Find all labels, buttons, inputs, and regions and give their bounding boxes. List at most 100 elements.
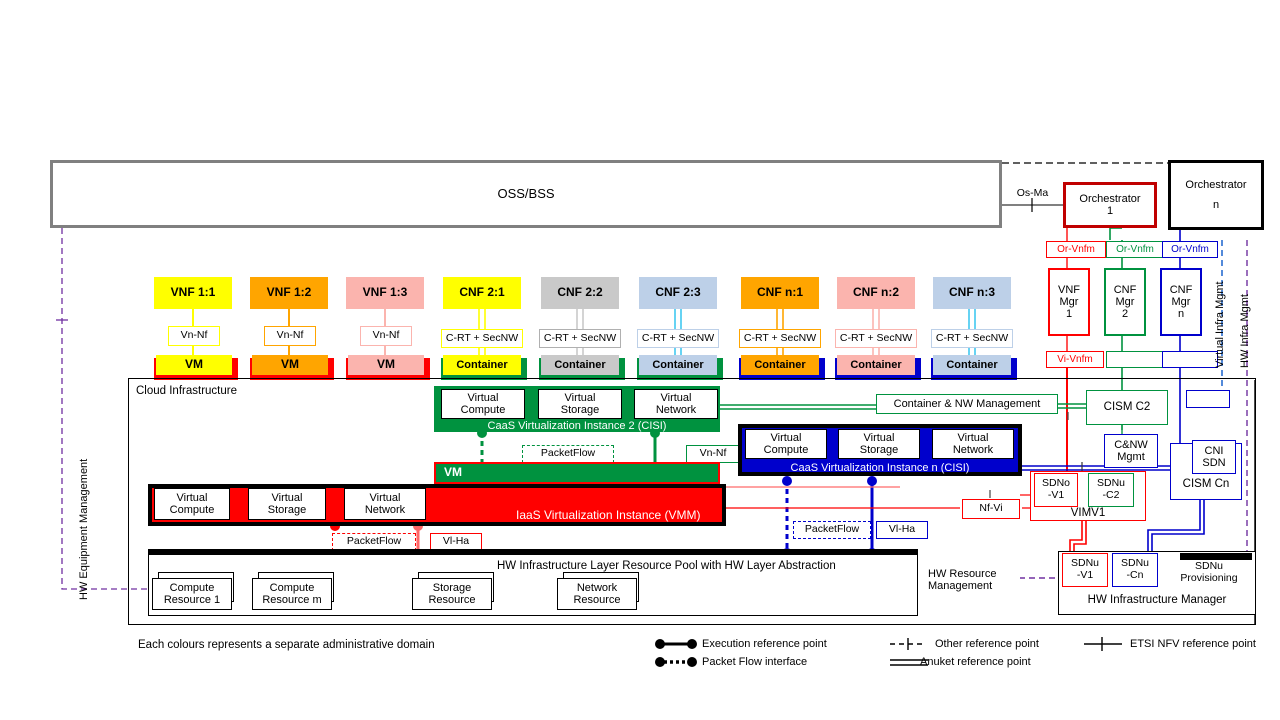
- caasn-vs-l1: Virtual: [863, 431, 895, 444]
- cni-sdn-l2: SDN: [1202, 457, 1226, 469]
- c-rt-secnw-box-cnfn2[interactable]: C-RT + SecNW: [835, 329, 917, 348]
- vl-ha-box-caasn[interactable]: Vl-Ha: [876, 521, 928, 539]
- cnf-n-1-box[interactable]: CNF n:1: [741, 277, 819, 309]
- caas2-virtual-storage[interactable]: Virtual Storage: [538, 389, 622, 419]
- packetflow-box-caas2[interactable]: PacketFlow: [522, 445, 614, 463]
- orchestrator-n-box[interactable]: Orchestrator n: [1168, 160, 1264, 230]
- sdnu-cn-box[interactable]: SDNu -Cn: [1112, 553, 1158, 587]
- caas2-vn-l1: Virtual: [660, 391, 692, 404]
- vn-nf-box-vnf2[interactable]: Vn-Nf: [264, 326, 316, 346]
- c-nw-mgmt-box[interactable]: C&NW Mgmt: [1104, 434, 1158, 468]
- cnf-mgr-2-box[interactable]: CNF Mgr 2: [1104, 268, 1146, 336]
- cnf-2-3-box[interactable]: CNF 2:3: [639, 277, 717, 309]
- legend-packet-flow-interface: Packet Flow interface: [702, 656, 808, 668]
- or-vnfm-red-box[interactable]: Or-Vnfm: [1046, 241, 1106, 258]
- cnf-2-2-box[interactable]: CNF 2:2: [541, 277, 619, 309]
- packetflow-box-caasn[interactable]: PacketFlow: [793, 521, 871, 539]
- c-rt-secnw-box-cnfn1[interactable]: C-RT + SecNW: [739, 329, 821, 348]
- vm-box-3[interactable]: VM: [348, 355, 424, 375]
- legend-other-reference-point: Other reference point: [935, 638, 1039, 650]
- cr1-l2: Resource 1: [163, 594, 221, 606]
- container-nw-management-box[interactable]: Container & NW Management: [876, 394, 1058, 414]
- sdnu-provisioning-box[interactable]: SDNu Provisioning: [1166, 558, 1252, 588]
- caas2-virtual-compute[interactable]: Virtual Compute: [441, 389, 525, 419]
- sdnu-provisioning-bar: [1180, 553, 1252, 560]
- iaas-virtual-storage[interactable]: Virtual Storage: [248, 488, 326, 520]
- iaas-virtual-compute[interactable]: Virtual Compute: [154, 488, 230, 520]
- caasn-virtual-storage[interactable]: Virtual Storage: [838, 429, 920, 459]
- iaas-title: IaaS Virtualization Instance (VMM): [516, 508, 701, 522]
- sdnu-prov-l2: Provisioning: [1180, 572, 1238, 584]
- caas2-vc-l2: Compute: [460, 404, 506, 416]
- iaas-vn-l1: Virtual: [369, 491, 401, 504]
- c-rt-secnw-box-cnfn3[interactable]: C-RT + SecNW: [931, 329, 1013, 348]
- iaas-virtual-network[interactable]: Virtual Network: [344, 488, 426, 520]
- vm-box-1[interactable]: VM: [156, 355, 232, 375]
- cr1-l1: Compute: [169, 581, 215, 594]
- cnf-mgr-n-lower-empty-box[interactable]: [1186, 390, 1230, 408]
- caasn-vn-l1: Virtual: [957, 431, 989, 444]
- vi-vnfm-blue-empty-box[interactable]: [1162, 351, 1218, 368]
- cism-c2-box[interactable]: CISM C2: [1086, 390, 1168, 425]
- vn-nf-box-vnf1[interactable]: Vn-Nf: [168, 326, 220, 346]
- cni-sdn-box[interactable]: CNI SDN: [1192, 440, 1236, 474]
- legend-icons: [655, 637, 1122, 667]
- sdnu-c2-l2: -C2: [1102, 489, 1120, 501]
- vi-vnfm-box[interactable]: Vi-Vnfm: [1046, 351, 1104, 368]
- vnf-mgr-1-l2: Mgr: [1059, 295, 1079, 308]
- sdnu-cn-l1: SDNu: [1120, 557, 1149, 570]
- oss-bss-box[interactable]: OSS/BSS: [50, 160, 1002, 228]
- or-vnfm-blue-box[interactable]: Or-Vnfm: [1162, 241, 1218, 258]
- nr-l2: Resource: [573, 594, 621, 606]
- vnf-1-2-box[interactable]: VNF 1:2: [250, 277, 328, 309]
- hw-pool-title: HW Infrastructure Layer Resource Pool wi…: [497, 560, 836, 572]
- container-box-6[interactable]: Container: [933, 355, 1011, 375]
- c-rt-secnw-box-cnf23[interactable]: C-RT + SecNW: [637, 329, 719, 348]
- caasn-vc-l1: Virtual: [770, 431, 802, 444]
- hw-infrastructure-manager-label: HW Infrastructure Manager: [1087, 593, 1227, 606]
- orchestrator-n-line1: Orchestrator: [1185, 178, 1247, 191]
- vnf-1-3-box[interactable]: VNF 1:3: [346, 277, 424, 309]
- cnf-mgr-n-l3: n: [1177, 308, 1185, 321]
- container-box-3[interactable]: Container: [639, 355, 717, 375]
- caas2-vc-l1: Virtual: [467, 391, 499, 404]
- vi-vnfm-green-empty-box[interactable]: [1106, 351, 1164, 368]
- vnf-mgr-1-box[interactable]: VNF Mgr 1: [1048, 268, 1090, 336]
- caas2-vs-l1: Virtual: [564, 391, 596, 404]
- sdnu-v1-box[interactable]: SDNu -V1: [1062, 553, 1108, 587]
- vnf-1-1-box[interactable]: VNF 1:1: [154, 277, 232, 309]
- container-box-1[interactable]: Container: [443, 355, 521, 375]
- sr-l2: Resource: [428, 594, 476, 606]
- vm-box-2[interactable]: VM: [252, 355, 328, 375]
- sdnu-c2-box[interactable]: SDNu -C2: [1088, 473, 1134, 507]
- cnf-n-3-box[interactable]: CNF n:3: [933, 277, 1011, 309]
- container-box-5[interactable]: Container: [837, 355, 915, 375]
- c-rt-secnw-box-cnf21[interactable]: C-RT + SecNW: [441, 329, 523, 348]
- container-box-2[interactable]: Container: [541, 355, 619, 375]
- caas2-virtual-network[interactable]: Virtual Network: [634, 389, 718, 419]
- vn-nf-box-caas2[interactable]: Vn-Nf: [686, 445, 740, 463]
- cnf-mgr-n-box[interactable]: CNF Mgr n: [1160, 268, 1202, 336]
- vn-nf-box-vnf3[interactable]: Vn-Nf: [360, 326, 412, 346]
- iaas-vs-l2: Storage: [267, 504, 307, 516]
- cnf-n-2-box[interactable]: CNF n:2: [837, 277, 915, 309]
- or-vnfm-green-box[interactable]: Or-Vnfm: [1106, 241, 1164, 258]
- legend-etsi-nfv-reference-point: ETSI NFV reference point: [1130, 638, 1256, 650]
- caas2-title: CaaS Virtualization Instance 2 (CISI): [487, 419, 667, 432]
- caasn-virtual-compute[interactable]: Virtual Compute: [745, 429, 827, 459]
- cnf-2-1-box[interactable]: CNF 2:1: [443, 277, 521, 309]
- c-rt-secnw-box-cnf22[interactable]: C-RT + SecNW: [539, 329, 621, 348]
- sdno-v1-box[interactable]: SDNo -V1: [1034, 473, 1078, 507]
- sdnu-v1-l2: -V1: [1076, 569, 1094, 581]
- sdnu-v1-l1: SDNu: [1070, 557, 1099, 570]
- vnf-mgr-1-l1: VNF: [1058, 283, 1080, 296]
- caasn-virtual-network[interactable]: Virtual Network: [932, 429, 1014, 459]
- container-box-4[interactable]: Container: [741, 355, 819, 375]
- orchestrator-1-box[interactable]: Orchestrator 1: [1063, 182, 1157, 228]
- orchestrator-n-line2: n: [1212, 199, 1220, 211]
- nf-vi-box[interactable]: Nf-Vi: [962, 499, 1020, 519]
